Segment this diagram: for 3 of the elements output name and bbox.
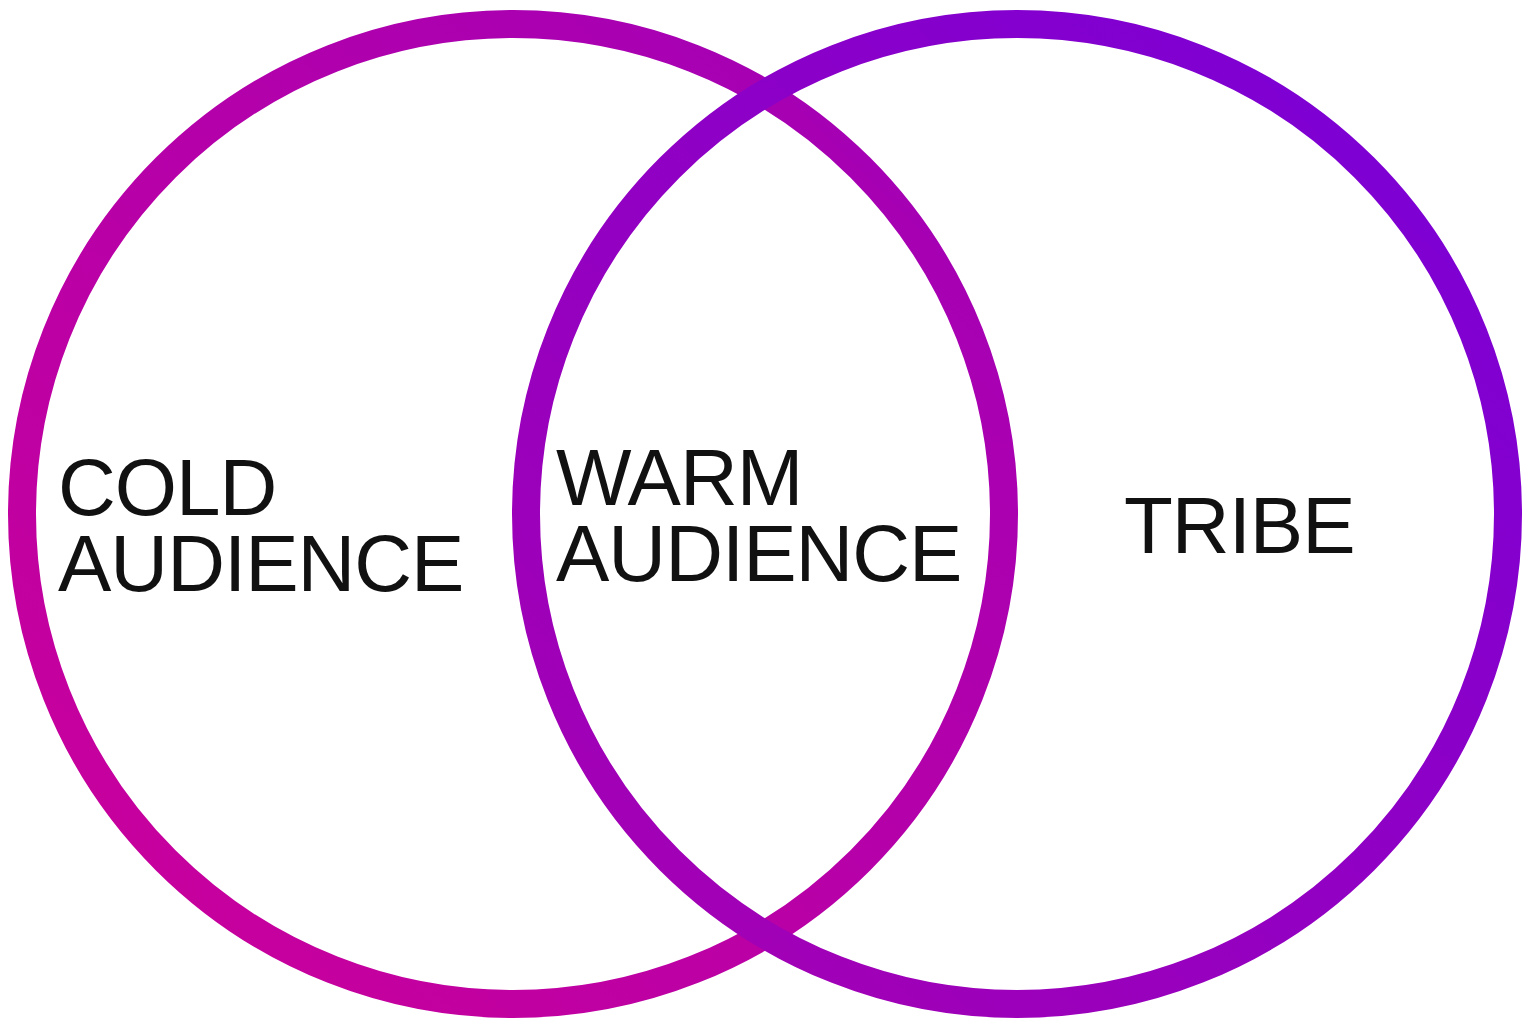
- circle-label: TRIBE: [1124, 488, 1356, 564]
- circle-label: COLD AUDIENCE: [58, 450, 465, 602]
- overlap-label: WARM AUDIENCE: [556, 440, 963, 592]
